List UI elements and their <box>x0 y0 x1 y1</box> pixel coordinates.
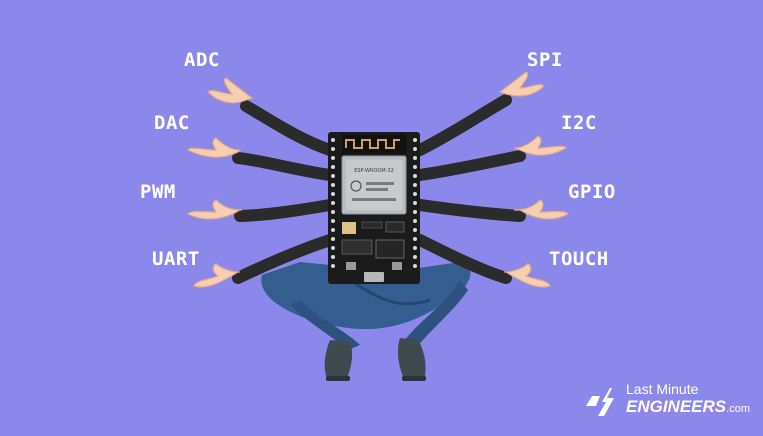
left-hands <box>187 77 254 288</box>
label-uart: UART <box>152 248 200 270</box>
right-hands <box>498 71 569 288</box>
label-pwm: PWM <box>140 181 176 203</box>
label-touch: TOUCH <box>549 248 609 270</box>
label-spi: SPI <box>527 49 563 71</box>
label-i2c: I2C <box>561 112 597 134</box>
brand-line2: ENGINEERS.com <box>626 398 750 415</box>
label-gpio: GPIO <box>568 181 616 203</box>
brand-lightning-icon <box>586 388 614 416</box>
shoes <box>324 338 426 381</box>
brand-suffix: .com <box>726 403 750 415</box>
right-arms <box>414 94 526 284</box>
label-dac: DAC <box>154 112 190 134</box>
brand-line1: Last Minute <box>626 381 699 397</box>
brand-logo: Last Minute ENGINEERS.com <box>582 380 752 422</box>
esp32-board: ESP-WROOM-32 <box>328 132 420 284</box>
module-label: ESP-WROOM-32 <box>354 168 394 174</box>
brand-name: ENGINEERS <box>626 397 727 416</box>
left-arms <box>232 100 336 284</box>
label-adc: ADC <box>184 49 220 71</box>
